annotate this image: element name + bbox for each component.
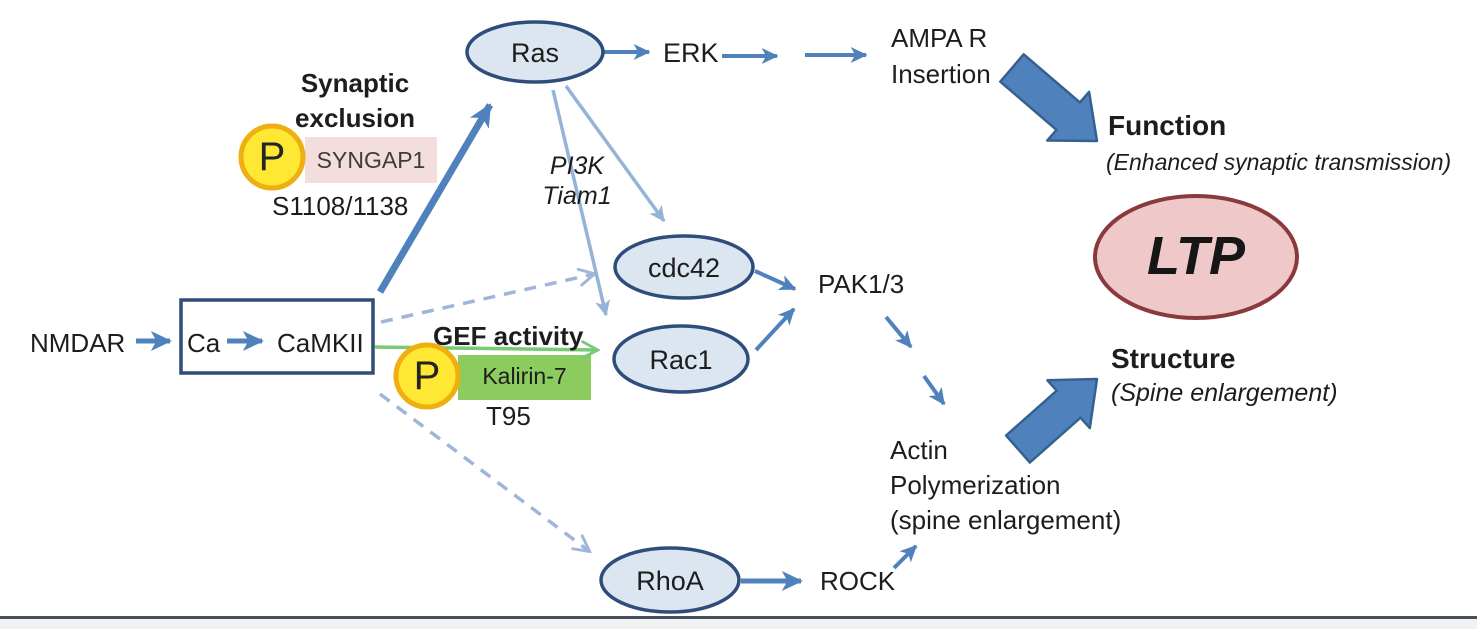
arrow-cdc42-to-pak (754, 269, 797, 291)
structure-title: Structure (1111, 343, 1236, 374)
figure-bottom-margin (0, 619, 1477, 629)
arrow-camkii-to-ras (376, 103, 494, 294)
rac1-node (612, 324, 750, 394)
function-subtitle: (Enhanced synaptic transmission) (1106, 149, 1452, 175)
pak-label: PAK1/3 (818, 269, 905, 299)
arrow-pak-to-actin-1 (884, 315, 913, 349)
cdc42-label: cdc42 (647, 253, 721, 283)
phospho-circle-kalirin7 (393, 342, 461, 410)
ras-label: Ras (510, 38, 559, 68)
phospho-p-syngap1: P (258, 135, 286, 179)
function-title: Function (1108, 110, 1227, 141)
ampar-insertion-label: AMPA R Insertion (891, 23, 991, 89)
arrow-camkii-to-cdc42-dashed (380, 274, 594, 324)
arrow-pak-to-actin-2 (922, 374, 946, 406)
block-arrow-to-structure (1004, 377, 1099, 464)
syngap1-label: SYNGAP1 (316, 147, 426, 173)
synaptic-exclusion-label: Synaptic exclusion (295, 68, 415, 133)
rhoa-node (599, 546, 741, 614)
cdc42-node (613, 234, 755, 300)
rock-label: ROCK (820, 566, 896, 596)
rac1-label: Rac1 (649, 345, 713, 375)
phospho-p-kalirin7: P (413, 354, 441, 398)
camkii-label: CaMKII (277, 328, 364, 358)
arrow-rac1-to-pak (754, 307, 796, 352)
kalirin7-site-label: T95 (486, 401, 531, 431)
phospho-circle-syngap1 (238, 123, 306, 191)
kalirin7-label: Kalirin-7 (482, 363, 567, 389)
rhoa-label: RhoA (636, 566, 704, 596)
arrow-ras-to-rac1 (551, 89, 611, 317)
arrow-ras-to-cdc42 (564, 84, 666, 223)
ltp-label: LTP (1147, 226, 1245, 286)
ltp-node (1093, 194, 1299, 320)
block-arrow-to-function (999, 53, 1099, 143)
pi3k-tiam1-label: PI3K Tiam1 (542, 152, 612, 210)
arrow-rock-to-actin (892, 544, 918, 570)
ca-label: Ca (187, 328, 221, 358)
syngap1-highlight-box (305, 137, 437, 183)
kalirin7-highlight-box (458, 355, 591, 400)
syngap1-sites-label: S1108/1138 (272, 191, 409, 221)
camkii-box (179, 298, 375, 375)
figure-bottom-rule (0, 616, 1477, 619)
actin-polymerization-label: Actin Polymerization (spine enlargement) (890, 435, 1122, 535)
arrow-camkii-to-rhoa-dashed (378, 392, 589, 551)
structure-subtitle: (Spine enlargement) (1111, 379, 1338, 407)
erk-label: ERK (663, 38, 719, 68)
gef-activity-label: GEF activity (433, 321, 584, 351)
ras-node (465, 20, 605, 84)
nmdar-label: NMDAR (30, 328, 126, 358)
